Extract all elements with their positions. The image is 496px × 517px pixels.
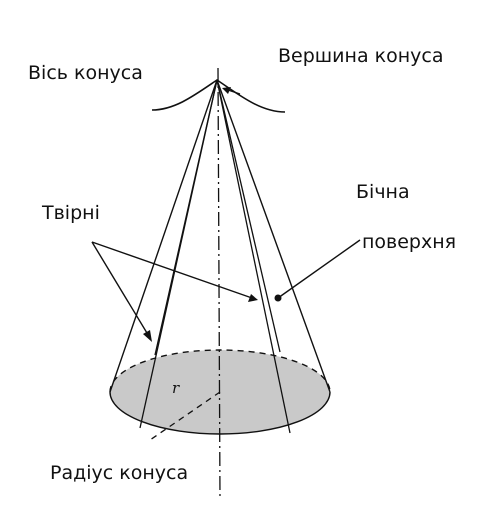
label-apex: Вершина конуса [278,45,444,67]
generatrix-2 [154,79,218,356]
label-generatrices: Твірні [42,202,100,224]
pointer-lateral-dot [274,294,282,302]
pointer-generatrix-b-head [248,294,258,302]
generatrix-4 [216,79,281,353]
label-radius-symbol: r [172,379,180,397]
label-lateral-2: поверхня [362,231,457,253]
pointer-generatrix-a [91,241,151,339]
label-lateral-1: Бічна [356,181,410,203]
pointer-generatrix-b [91,241,253,299]
cone-left-edge [109,79,218,393]
pointer-generatrix-a-head [143,330,152,342]
generatrix-3 [216,79,291,434]
radius-line [149,391,221,441]
pointer-lateral [277,239,361,299]
apex-arrowhead [222,87,231,94]
apex-curve [151,79,286,113]
base-back-edge [109,349,331,393]
label-axis: Вісь конуса [28,62,143,84]
label-radius: Радіус конуса [50,462,189,484]
cone-axis [217,67,221,501]
cone-right-edge [216,79,331,393]
